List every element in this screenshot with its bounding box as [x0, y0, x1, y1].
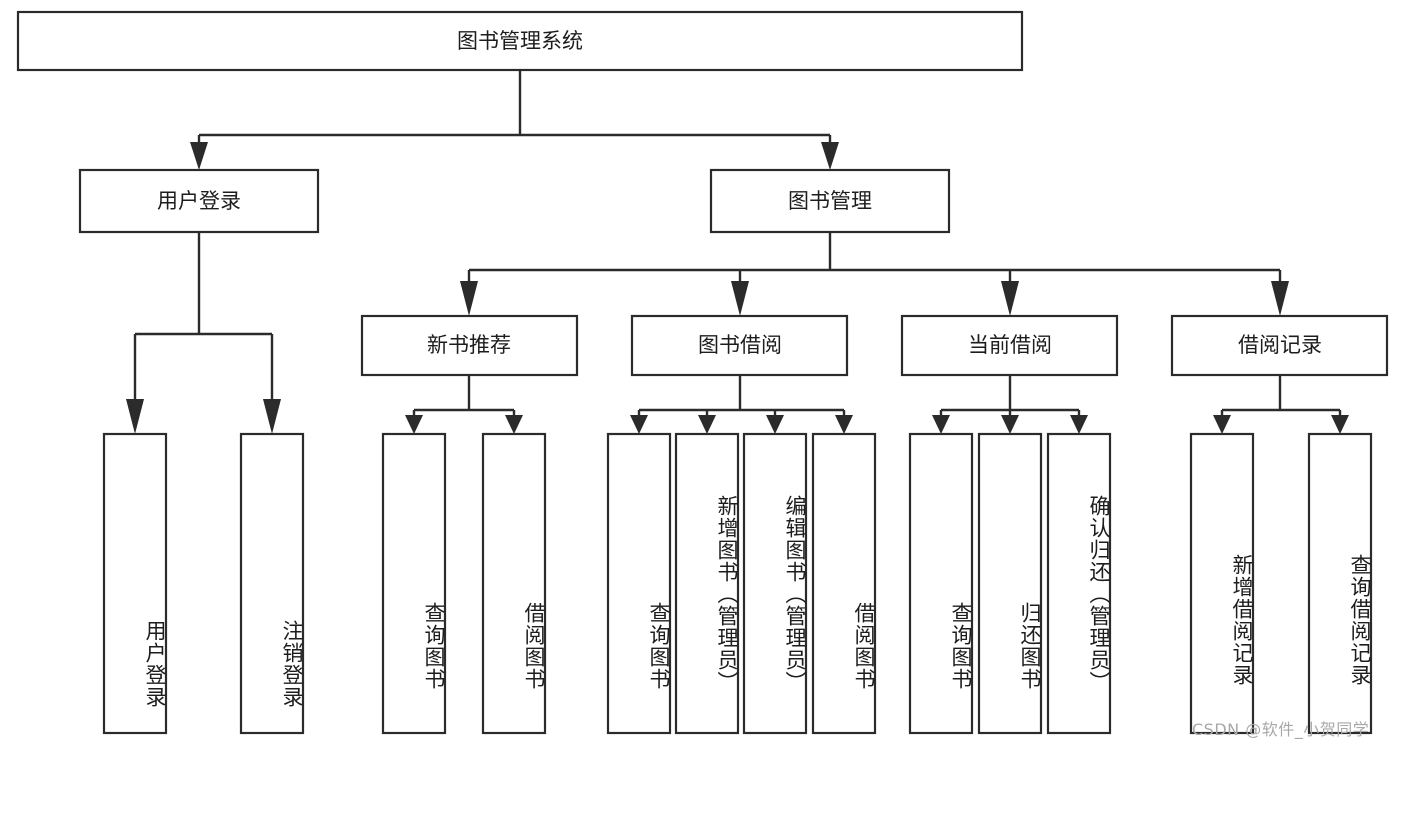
connector-group-bookmanage-to-level3 [460, 232, 1289, 316]
node-book-borrow-box[interactable] [630, 314, 849, 377]
arrow-head-leaf-query-record [1331, 415, 1349, 434]
leaf-box-query-book-1[interactable] [381, 432, 447, 735]
hierarchy-diagram-svg: 图书管理系统 用户登录 图书管理 新书推荐 图书借阅 当前借阅 借阅记录 [16, 10, 1389, 735]
leaf-box-borrow-book-2[interactable] [811, 432, 877, 735]
node-root-book-management-system[interactable]: 图书管理系统 [16, 10, 1024, 72]
node-new-book-recommend[interactable]: 新书推荐 [360, 314, 579, 377]
arrow-head-book-borrow [731, 281, 749, 316]
arrow-head-borrow-record [1271, 281, 1289, 316]
node-current-borrow-label: 当前借阅 [968, 333, 1052, 357]
leaf-box-logout-login[interactable] [239, 432, 305, 735]
leaf-box-borrow-book-1[interactable] [481, 432, 547, 735]
leaf-box-add-book[interactable] [674, 432, 740, 735]
leaf-box-query-book-2[interactable] [606, 432, 672, 735]
arrow-head-leaf-return-book [1001, 415, 1019, 434]
arrow-head-book-manage [821, 142, 839, 170]
node-current-borrow-box[interactable] [900, 314, 1119, 377]
node-borrow-record-box[interactable] [1170, 314, 1389, 377]
node-new-book-recommend-box[interactable] [360, 314, 579, 377]
leaf-box-query-record[interactable] [1307, 432, 1373, 735]
leaf-box-return-book[interactable] [977, 432, 1043, 735]
arrow-head-user-login [190, 142, 208, 170]
node-user-login[interactable]: 用户登录 [78, 168, 320, 234]
arrow-head-leaf-borrow-book-2 [835, 415, 853, 434]
node-current-borrow[interactable]: 当前借阅 [900, 314, 1119, 377]
arrow-head-leaf-add-record [1213, 415, 1231, 434]
arrow-head-leaf-query-book-2 [630, 415, 648, 434]
leaf-box-confirm-return[interactable] [1046, 432, 1112, 735]
arrow-head-current-borrow [1001, 281, 1019, 316]
connector-group-currentborrow-to-leaves [932, 375, 1088, 434]
node-book-manage-label: 图书管理 [788, 189, 872, 213]
node-new-book-recommend-label: 新书推荐 [427, 333, 511, 357]
arrow-head-leaf-user-login [126, 399, 144, 434]
arrow-head-leaf-query-book-3 [932, 415, 950, 434]
arrow-head-leaf-edit-book [766, 415, 784, 434]
connector-group-bookborrow-to-leaves [630, 375, 853, 434]
node-root-box[interactable] [16, 10, 1024, 72]
leaf-box-query-book-3[interactable] [908, 432, 974, 735]
connector-group-userlogin-to-leaves [126, 232, 281, 434]
node-user-login-label: 用户登录 [157, 189, 241, 213]
node-book-manage-box[interactable] [709, 168, 951, 234]
connector-group-newbook-to-leaves [405, 375, 523, 434]
leaf-boxes-group [102, 432, 1373, 735]
arrow-head-new-book-recommend [460, 281, 478, 316]
leaf-box-add-record[interactable] [1189, 432, 1255, 735]
diagram-canvas: 图书管理系统 用户登录 图书管理 新书推荐 图书借阅 当前借阅 借阅记录 [16, 10, 1389, 739]
arrow-head-leaf-logout-login [263, 399, 281, 434]
arrow-head-leaf-confirm-return [1070, 415, 1088, 434]
csdn-watermark: CSDN @软件_小贺同学 [1192, 720, 1370, 739]
node-root-label: 图书管理系统 [457, 29, 583, 53]
leaf-box-user-login[interactable] [102, 432, 168, 735]
node-book-borrow[interactable]: 图书借阅 [630, 314, 849, 377]
connector-group-root-to-level2 [190, 70, 839, 170]
node-borrow-record[interactable]: 借阅记录 [1170, 314, 1389, 377]
arrow-head-leaf-query-book-1 [405, 415, 423, 434]
leaf-box-edit-book[interactable] [742, 432, 808, 735]
node-book-manage[interactable]: 图书管理 [709, 168, 951, 234]
connector-group-borrowrecord-to-leaves [1213, 375, 1349, 434]
arrow-head-leaf-borrow-book-1 [505, 415, 523, 434]
node-book-borrow-label: 图书借阅 [698, 333, 782, 357]
node-borrow-record-label: 借阅记录 [1238, 333, 1322, 357]
node-user-login-box[interactable] [78, 168, 320, 234]
arrow-head-leaf-add-book [698, 415, 716, 434]
